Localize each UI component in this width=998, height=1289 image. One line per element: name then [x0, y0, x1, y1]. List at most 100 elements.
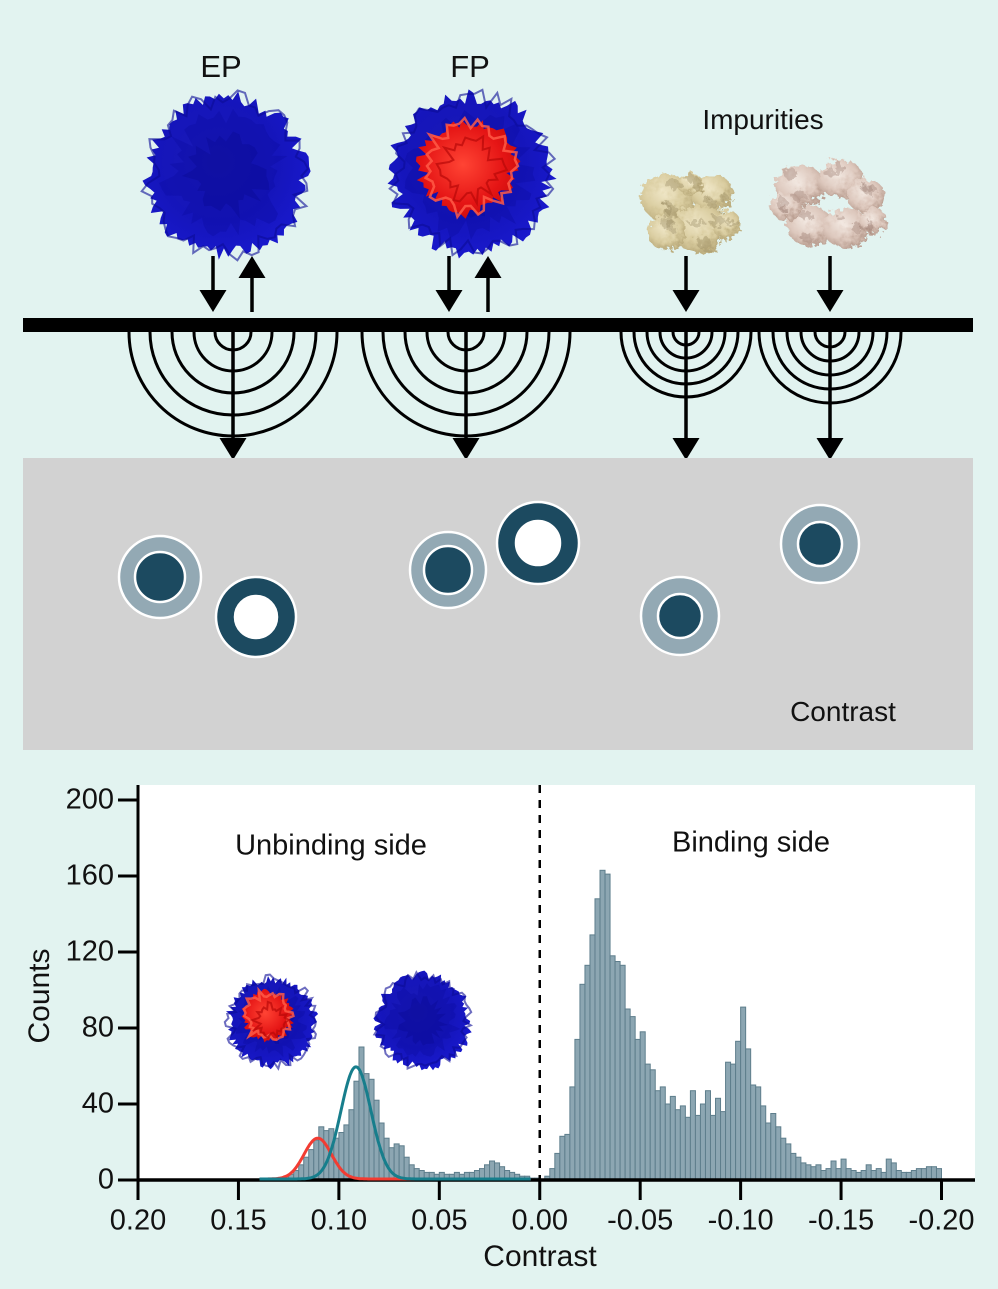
impurity-pink-illustration [770, 160, 887, 248]
histogram-bar [781, 1138, 786, 1180]
histogram-bar [736, 1041, 741, 1180]
histogram-bar [495, 1163, 500, 1180]
histogram-bar [580, 984, 585, 1180]
histogram-bar [756, 1087, 761, 1180]
contrast-spot-white-center [216, 577, 296, 657]
histogram-bar [741, 1007, 746, 1180]
histogram-bar [655, 1091, 660, 1180]
fp-particle-illustration [388, 89, 557, 258]
histogram-bar [369, 1079, 374, 1180]
y-tick-label: 40 [8, 1088, 114, 1121]
histogram-bar [640, 1032, 645, 1180]
impurity-tan-illustration [641, 173, 741, 253]
histogram-bar [891, 1163, 896, 1180]
binding-arrow-icon [436, 256, 463, 312]
histogram-bar [304, 1157, 309, 1180]
histogram-bar [675, 1110, 680, 1180]
histogram-bar [404, 1157, 409, 1180]
histogram-bar [680, 1106, 685, 1180]
ep-particle-illustration [142, 90, 311, 260]
binding-side-annotation: Binding side [672, 827, 830, 860]
histogram-bar [349, 1110, 354, 1180]
x-axis-title: Contrast [483, 1240, 596, 1274]
histogram-bar [490, 1161, 495, 1180]
histogram-bar [585, 965, 590, 1180]
histogram-bar [610, 956, 615, 1180]
histogram-bar [721, 1112, 726, 1180]
fp-label: FP [450, 49, 490, 85]
y-tick-label: 160 [8, 860, 114, 893]
ep-label: EP [200, 49, 241, 85]
histogram-bar [746, 1049, 751, 1180]
histogram-bar [650, 1070, 655, 1180]
histogram-bar [771, 1114, 776, 1181]
contrast-spot-dark-center [119, 536, 201, 618]
histogram-bar [726, 1062, 731, 1180]
histogram-bar [811, 1167, 816, 1180]
histogram-bar [600, 870, 605, 1180]
histogram-bar [565, 1134, 570, 1180]
y-tick-label: 80 [8, 1012, 114, 1045]
histogram-bar [690, 1091, 695, 1180]
unbinding-arrow-icon [239, 256, 266, 312]
histogram-bar [645, 1064, 650, 1180]
histogram-bar [731, 1064, 736, 1180]
histogram-bar [560, 1136, 565, 1180]
histogram-bar [866, 1165, 871, 1180]
histogram-bar [705, 1091, 710, 1180]
histogram-bar [791, 1153, 796, 1180]
panel-contrast-label: Contrast [790, 696, 896, 728]
schematic-section [23, 89, 973, 750]
histogram-bar [665, 1104, 670, 1180]
detection-arrow-icon [453, 332, 480, 460]
histogram-bar [309, 1150, 314, 1180]
histogram-bar [635, 1039, 640, 1180]
histogram-bar [695, 1115, 700, 1180]
y-tick-label: 200 [8, 784, 114, 817]
histogram-bar [710, 1115, 715, 1180]
histogram-bar [761, 1106, 766, 1180]
histogram-bar [751, 1085, 756, 1180]
unbinding-side-annotation: Unbinding side [235, 830, 427, 863]
histogram-bar [831, 1161, 836, 1180]
histogram-bar [716, 1098, 721, 1180]
measurement-surface-bar [23, 318, 973, 332]
histogram-bar [931, 1167, 936, 1180]
histogram-bar [354, 1081, 359, 1180]
histogram-bar [620, 965, 625, 1180]
histogram-bar [766, 1123, 771, 1180]
histogram-bar [776, 1127, 781, 1180]
histogram-bar [625, 1009, 630, 1180]
histogram-bar [700, 1104, 705, 1180]
y-tick-label: 0 [8, 1164, 114, 1197]
x-tick-label: -0.20 [872, 1205, 998, 1238]
histogram-bar [630, 1017, 635, 1180]
histogram-bar [816, 1165, 821, 1180]
y-tick-label: 120 [8, 936, 114, 969]
histogram-bar [590, 935, 595, 1180]
binding-arrow-icon [673, 256, 700, 312]
contrast-spot-white-center [497, 502, 579, 584]
histogram-bar [796, 1157, 801, 1180]
impurities-label: Impurities [702, 104, 823, 136]
detection-arrow-icon [220, 332, 247, 460]
histogram-bar [670, 1096, 675, 1180]
histogram-bar [786, 1144, 791, 1180]
histogram-bar [806, 1165, 811, 1180]
histogram-bar [570, 1087, 575, 1180]
histogram-bar [555, 1153, 560, 1180]
histogram-bar [660, 1087, 665, 1180]
histogram-bar [685, 1117, 690, 1180]
histogram-bar [801, 1163, 806, 1180]
histogram-bar [359, 1047, 364, 1180]
contrast-spot-dark-center [781, 505, 859, 583]
binding-arrow-icon [200, 256, 227, 312]
histogram-bar [605, 874, 610, 1180]
contrast-spot-dark-center [641, 577, 719, 655]
histogram-bar [926, 1167, 931, 1180]
contrast-spot-dark-center [410, 532, 486, 608]
histogram-bar [595, 899, 600, 1180]
unbinding-arrow-icon [475, 256, 502, 312]
